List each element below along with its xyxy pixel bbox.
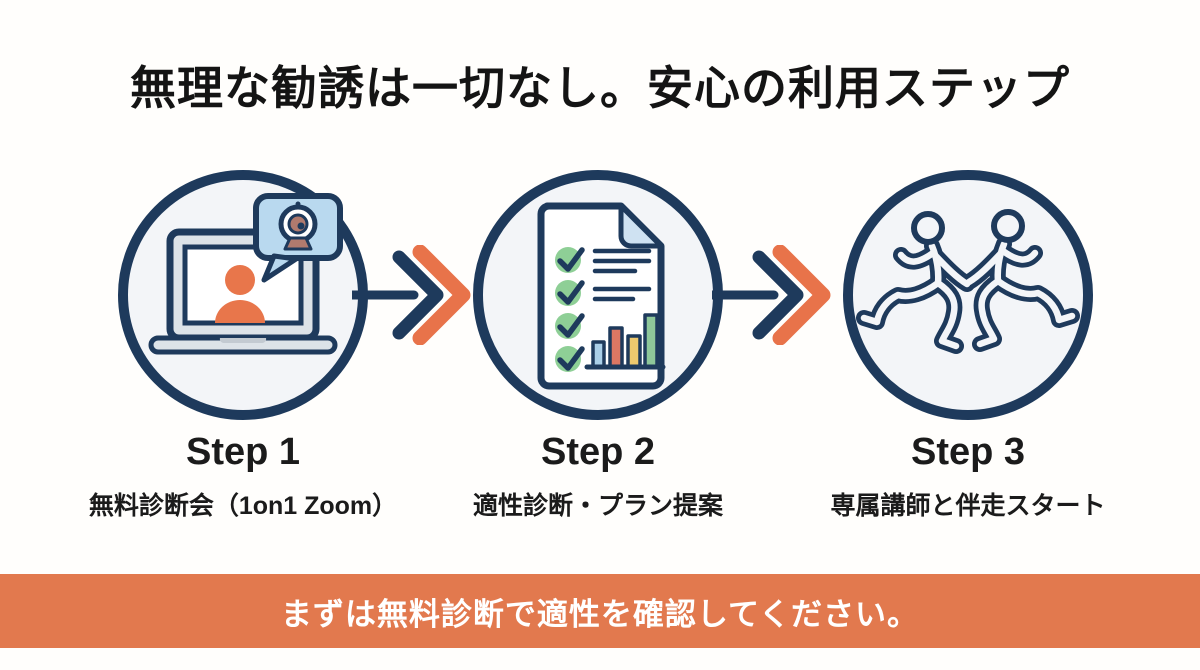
checklist-report-icon [537, 202, 666, 390]
cta-banner-text: まずは無料診断で適性を確認してください。 [280, 596, 920, 632]
chevron-arrow-icon [352, 245, 471, 345]
step1-description: 無料診断会（1on1 Zoom） [88, 491, 398, 520]
step1-circle [118, 170, 368, 420]
step2-description: 適性診断・プラン提案 [472, 491, 723, 520]
page-title: 無理な勧誘は一切なし。安心の利用ステップ [130, 62, 1070, 114]
step1-text: Step 1 無料診断会（1on1 Zoom） [53, 430, 433, 522]
step2-label: Step 2 [540, 431, 656, 473]
cta-banner: まずは無料診断で適性を確認してください。 [0, 574, 1200, 648]
chevron-arrow-icon [712, 245, 831, 345]
step3-description: 専属講師と伴走スタート [830, 491, 1106, 520]
step1-label: Step 1 [185, 431, 301, 473]
running-together-icon [853, 209, 1083, 410]
video-call-laptop-icon [148, 193, 343, 355]
step3-circle [843, 170, 1093, 420]
step2-circle [473, 170, 723, 420]
step3-text: Step 3 専属講師と伴走スタート [778, 430, 1158, 522]
step3-label: Step 3 [910, 431, 1026, 473]
step2-text: Step 2 適性診断・プラン提案 [408, 430, 788, 522]
